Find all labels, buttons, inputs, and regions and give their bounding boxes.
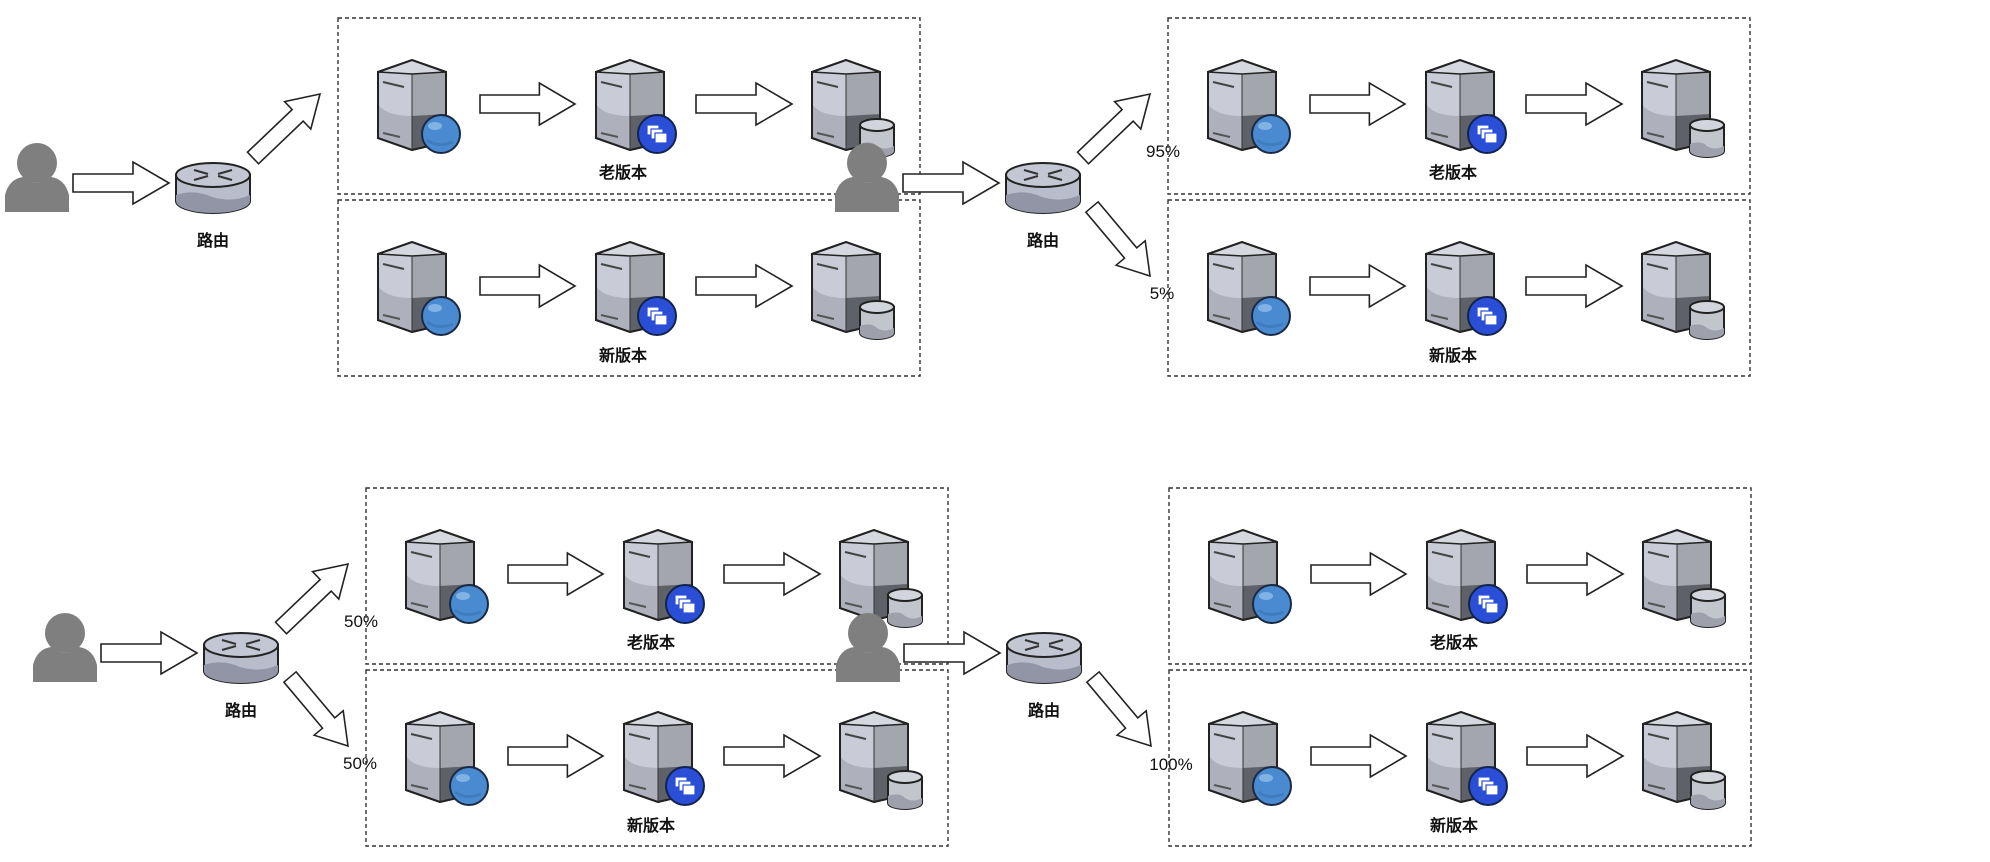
web-to-app-arrow: [479, 82, 576, 126]
version-group-new: 新版本: [337, 199, 921, 377]
version-box-old: [1168, 487, 1752, 665]
version-box-new: [1168, 669, 1752, 847]
traffic-percent-new: 5%: [1150, 284, 1175, 303]
router-label: 路由: [1028, 701, 1060, 720]
version-label-new: 新版本: [1430, 816, 1478, 835]
user-to-router-arrow: [100, 631, 198, 675]
router-label: 路由: [225, 701, 257, 720]
app-windows-icon: [1467, 114, 1507, 154]
version-box-old: [365, 487, 949, 665]
globe-icon: [448, 765, 490, 807]
web-to-app-arrow: [1309, 82, 1406, 126]
version-group-old: 老版本: [1167, 17, 1751, 195]
version-label-old: 老版本: [598, 163, 647, 182]
database-icon: [1690, 588, 1726, 628]
app-to-db-arrow: [695, 264, 793, 308]
database-icon: [887, 588, 923, 628]
globe-icon: [448, 583, 490, 625]
version-label-old: 老版本: [626, 633, 675, 652]
router-icon: [203, 632, 279, 684]
app-to-db-arrow: [1526, 552, 1624, 596]
version-group-new: 新版本: [365, 669, 949, 847]
web-to-app-arrow: [507, 734, 604, 778]
version-label-new: 新版本: [627, 816, 675, 835]
version-group-old: 老版本: [337, 17, 921, 195]
globe-icon: [1250, 295, 1292, 337]
app-to-db-arrow: [1525, 264, 1623, 308]
app-to-db-arrow: [1526, 734, 1624, 778]
traffic-percent-old: 50%: [344, 612, 378, 631]
globe-icon: [1251, 583, 1293, 625]
app-to-db-arrow: [723, 734, 821, 778]
version-label-new: 新版本: [1429, 346, 1477, 365]
database-icon: [1690, 770, 1726, 810]
web-to-app-arrow: [1310, 552, 1407, 596]
app-to-db-arrow: [695, 82, 793, 126]
globe-icon: [1251, 765, 1293, 807]
globe-icon: [420, 113, 462, 155]
version-box-new: [1167, 199, 1751, 377]
version-label-old: 老版本: [1429, 633, 1478, 652]
user-to-router-arrow: [72, 161, 170, 205]
router-label: 路由: [197, 231, 229, 250]
route-arrow-new: [274, 663, 364, 760]
web-to-app-arrow: [1310, 734, 1407, 778]
web-to-app-arrow: [1309, 264, 1406, 308]
app-windows-icon: [1468, 584, 1508, 624]
router-icon: [175, 162, 251, 214]
version-group-new: 新版本: [1168, 669, 1752, 847]
globe-icon: [1250, 113, 1292, 155]
app-windows-icon: [1468, 766, 1508, 806]
router-icon: [1006, 632, 1082, 684]
traffic-percent-old: 95%: [1146, 142, 1180, 161]
user-icon: [5, 143, 69, 212]
user-icon: [33, 613, 97, 682]
version-group-old: 老版本: [1168, 487, 1752, 665]
version-box-new: [337, 199, 921, 377]
version-label-new: 新版本: [599, 346, 647, 365]
user-to-router-arrow: [903, 631, 1001, 675]
user-to-router-arrow: [902, 161, 1000, 205]
app-windows-icon: [1467, 296, 1507, 336]
app-windows-icon: [637, 114, 677, 154]
panels-layer: 路由老版本新版本路由95%5%老版本新版本路由50%50%老版本新版本路由100…: [5, 17, 1752, 847]
route-arrow-old: [239, 79, 334, 173]
app-windows-icon: [665, 584, 705, 624]
version-box-old: [337, 17, 921, 195]
app-windows-icon: [665, 766, 705, 806]
route-arrow-new: [1077, 663, 1167, 760]
database-icon: [859, 300, 895, 340]
database-icon: [1689, 300, 1725, 340]
traffic-percent-new: 50%: [343, 754, 377, 773]
route-arrow-new: [1076, 193, 1166, 290]
database-icon: [887, 770, 923, 810]
version-group-old: 老版本: [365, 487, 949, 665]
app-to-db-arrow: [1525, 82, 1623, 126]
database-icon: [1689, 118, 1725, 158]
globe-icon: [420, 295, 462, 337]
version-box-new: [365, 669, 949, 847]
traffic-percent-new: 100%: [1149, 755, 1192, 774]
app-to-db-arrow: [723, 552, 821, 596]
web-to-app-arrow: [507, 552, 604, 596]
web-to-app-arrow: [479, 264, 576, 308]
version-box-old: [1167, 17, 1751, 195]
router-label: 路由: [1027, 231, 1059, 250]
version-group-new: 新版本: [1167, 199, 1751, 377]
version-label-old: 老版本: [1428, 163, 1477, 182]
router-icon: [1005, 162, 1081, 214]
app-windows-icon: [637, 296, 677, 336]
